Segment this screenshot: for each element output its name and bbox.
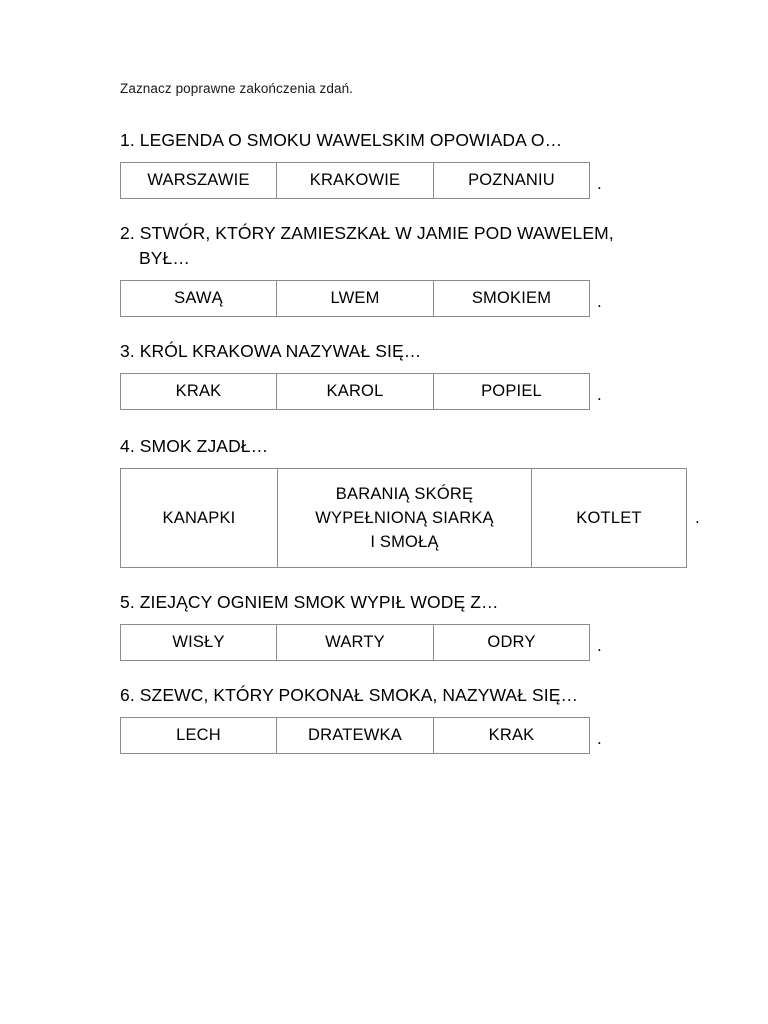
answer-row-4: KANAPKI BARANIĄ SKÓRĘ WYPEŁNIONĄ SIARKĄ … <box>118 468 700 568</box>
answer-table-3: KRAK KAROL POPIEL <box>120 373 590 410</box>
question-block-3: 3. KRÓL KRAKOWA NAZYWAŁ SIĘ… KRAK KAROL … <box>118 339 678 410</box>
answer-row-2: SAWĄ LWEM SMOKIEM . <box>118 280 678 317</box>
question-prompt-6: 6. SZEWC, KTÓRY POKONAŁ SMOKA, NAZYWAŁ S… <box>120 685 579 705</box>
sentence-period-5: . <box>597 636 602 655</box>
answer-option-4-1[interactable]: KANAPKI <box>120 468 278 568</box>
answer-row-5: WISŁY WARTY ODRY . <box>118 624 678 661</box>
worksheet-content: Zaznacz poprawne zakończenia zdań. 1. LE… <box>118 80 700 754</box>
answer-table-4: KANAPKI BARANIĄ SKÓRĘ WYPEŁNIONĄ SIARKĄ … <box>120 468 687 568</box>
answer-row-3: KRAK KAROL POPIEL . <box>118 373 678 410</box>
answer-option-6-2[interactable]: DRATEWKA <box>276 717 434 754</box>
answer-option-3-3[interactable]: POPIEL <box>433 373 590 410</box>
question-prompt-2: 2. STWÓR, KTÓRY ZAMIESZKAŁ W JAMIE POD W… <box>120 221 678 271</box>
question-block-2: 2. STWÓR, KTÓRY ZAMIESZKAŁ W JAMIE POD W… <box>118 221 678 317</box>
answer-option-4-3[interactable]: KOTLET <box>531 468 687 568</box>
sentence-period-6: . <box>597 729 602 748</box>
answer-option-1-2[interactable]: KRAKOWIE <box>276 162 434 199</box>
answer-option-1-3[interactable]: POZNANIU <box>433 162 590 199</box>
question-prompt-3: 3. KRÓL KRAKOWA NAZYWAŁ SIĘ… <box>120 341 422 361</box>
table-row: KRAK KAROL POPIEL <box>120 373 590 410</box>
table-row: LECH DRATEWKA KRAK <box>120 717 590 754</box>
answer-option-1-1[interactable]: WARSZAWIE <box>120 162 277 199</box>
question-block-4: 4. SMOK ZJADŁ… KANAPKI BARANIĄ SKÓRĘ WYP… <box>118 434 700 568</box>
question-prompt-2-line1: 2. STWÓR, KTÓRY ZAMIESZKAŁ W JAMIE POD W… <box>120 223 614 243</box>
question-prompt-1: 1. LEGENDA O SMOKU WAWELSKIM OPOWIADA O… <box>120 130 563 150</box>
table-row: WARSZAWIE KRAKOWIE POZNANIU <box>120 162 590 199</box>
answer-option-2-3[interactable]: SMOKIEM <box>433 280 590 317</box>
table-row: SAWĄ LWEM SMOKIEM <box>120 280 590 317</box>
instruction-text: Zaznacz poprawne zakończenia zdań. <box>120 81 354 96</box>
answer-option-5-1[interactable]: WISŁY <box>120 624 277 661</box>
question-prompt-5: 5. ZIEJĄCY OGNIEM SMOK WYPIŁ WODĘ Z… <box>120 592 499 612</box>
answer-option-3-1[interactable]: KRAK <box>120 373 277 410</box>
answer-option-4-2[interactable]: BARANIĄ SKÓRĘ WYPEŁNIONĄ SIARKĄ I SMOŁĄ <box>277 468 532 568</box>
question-block-5: 5. ZIEJĄCY OGNIEM SMOK WYPIŁ WODĘ Z… WIS… <box>118 590 678 661</box>
sentence-period-3: . <box>597 385 602 404</box>
answer-table-6: LECH DRATEWKA KRAK <box>120 717 590 754</box>
question-prompt-4: 4. SMOK ZJADŁ… <box>120 436 269 456</box>
sentence-period-4: . <box>695 508 700 527</box>
answer-option-6-1[interactable]: LECH <box>120 717 277 754</box>
table-row: KANAPKI BARANIĄ SKÓRĘ WYPEŁNIONĄ SIARKĄ … <box>120 468 687 568</box>
sentence-period-2: . <box>597 292 602 311</box>
question-prompt-2-line2: BYŁ… <box>139 248 190 268</box>
question-block-1: 1. LEGENDA O SMOKU WAWELSKIM OPOWIADA O…… <box>118 128 678 199</box>
answer-option-2-1[interactable]: SAWĄ <box>120 280 277 317</box>
answer-row-6: LECH DRATEWKA KRAK . <box>118 717 678 754</box>
answer-row-1: WARSZAWIE KRAKOWIE POZNANIU . <box>118 162 678 199</box>
table-row: WISŁY WARTY ODRY <box>120 624 590 661</box>
answer-table-5: WISŁY WARTY ODRY <box>120 624 590 661</box>
answer-option-5-3[interactable]: ODRY <box>433 624 590 661</box>
answer-option-2-2[interactable]: LWEM <box>276 280 434 317</box>
answer-option-3-2[interactable]: KAROL <box>276 373 434 410</box>
answer-option-5-2[interactable]: WARTY <box>276 624 434 661</box>
sentence-period-1: . <box>597 174 602 193</box>
answer-table-2: SAWĄ LWEM SMOKIEM <box>120 280 590 317</box>
question-block-6: 6. SZEWC, KTÓRY POKONAŁ SMOKA, NAZYWAŁ S… <box>118 683 678 754</box>
answer-option-6-3[interactable]: KRAK <box>433 717 590 754</box>
answer-table-1: WARSZAWIE KRAKOWIE POZNANIU <box>120 162 590 199</box>
